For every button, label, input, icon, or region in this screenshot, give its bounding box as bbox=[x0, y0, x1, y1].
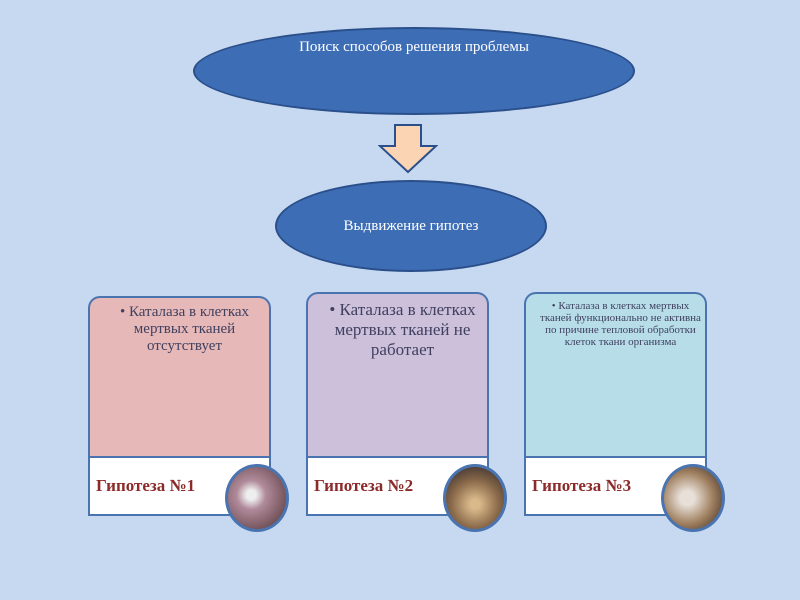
title-text: Гипотеза №1 bbox=[96, 476, 196, 495]
photo-2 bbox=[443, 464, 507, 532]
card-text: • Каталаза в клетках мертвых тканей функ… bbox=[540, 300, 701, 348]
photo-1 bbox=[225, 464, 289, 532]
problem-solving-ellipse: Поиск способов решения проблемы bbox=[193, 27, 635, 115]
title-text: Гипотеза №3 bbox=[532, 476, 632, 495]
ellipse-label: Поиск способов решения проблемы bbox=[299, 39, 529, 55]
hypothesis-card-1: • Каталаза в клетках мертвых тканей отсу… bbox=[88, 296, 271, 456]
title-text: Гипотеза №2 bbox=[314, 476, 414, 495]
card-text: • Каталаза в клетках мертвых тканей отсу… bbox=[119, 304, 250, 354]
down-arrow-icon bbox=[378, 124, 438, 174]
card-text: • Каталаза в клетках мертвых тканей не р… bbox=[329, 300, 476, 359]
ellipse-label: Выдвижение гипотез bbox=[343, 217, 479, 234]
hypothesis-card-3: • Каталаза в клетках мертвых тканей функ… bbox=[524, 292, 707, 456]
hypotheses-ellipse: Выдвижение гипотез bbox=[275, 180, 547, 272]
hypothesis-card-2: • Каталаза в клетках мертвых тканей не р… bbox=[306, 292, 489, 456]
photo-3 bbox=[661, 464, 725, 532]
